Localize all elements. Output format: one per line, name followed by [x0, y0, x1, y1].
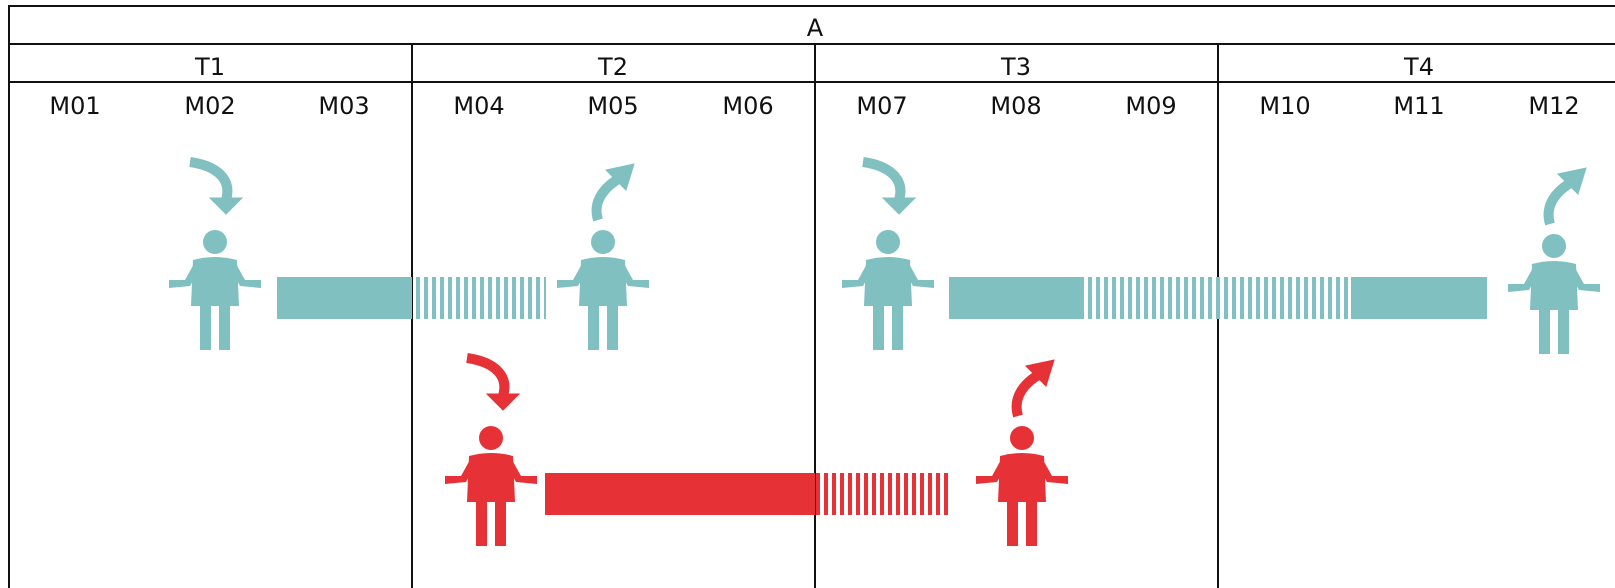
- month-label-m08: M08: [990, 92, 1041, 120]
- solid-bar: [277, 277, 412, 319]
- month-label-m06: M06: [722, 92, 773, 120]
- person-icon: [842, 230, 934, 350]
- solid-bar: [1351, 277, 1487, 319]
- month-label-m12: M12: [1528, 92, 1579, 120]
- quarter-label-t1: T1: [194, 53, 225, 81]
- arrow-in-icon: [190, 162, 242, 214]
- month-label-m01: M01: [49, 92, 100, 120]
- arrow-out-icon: [1549, 168, 1586, 224]
- quarter-label-t4: T4: [1403, 53, 1434, 81]
- month-label-m11: M11: [1393, 92, 1444, 120]
- month-label-m10: M10: [1259, 92, 1310, 120]
- month-label-m02: M02: [184, 92, 235, 120]
- person-icon: [1508, 234, 1600, 354]
- month-label-m04: M04: [453, 92, 504, 120]
- red-track: [445, 358, 1068, 546]
- month-label-m09: M09: [1125, 92, 1176, 120]
- solid-bar: [949, 277, 1083, 319]
- quarter-label-t2: T2: [597, 53, 628, 81]
- person-icon: [976, 426, 1068, 546]
- teal-track-2: [842, 162, 1600, 354]
- teal-track-1: [169, 162, 649, 350]
- arrow-in-icon: [863, 162, 915, 214]
- person-icon: [445, 426, 537, 546]
- month-label-m05: M05: [587, 92, 638, 120]
- striped-bar: [815, 473, 949, 515]
- striped-bar: [412, 277, 546, 319]
- month-label-m03: M03: [318, 92, 369, 120]
- arrow-in-icon: [467, 358, 519, 410]
- solid-bar: [545, 473, 815, 515]
- arrow-out-icon: [1017, 360, 1054, 416]
- arrow-out-icon: [597, 164, 634, 220]
- quarter-label-t3: T3: [1000, 53, 1031, 81]
- header-title: A: [807, 14, 824, 42]
- month-label-m07: M07: [856, 92, 907, 120]
- person-icon: [169, 230, 261, 350]
- striped-bar: [1083, 277, 1351, 319]
- person-icon: [557, 230, 649, 350]
